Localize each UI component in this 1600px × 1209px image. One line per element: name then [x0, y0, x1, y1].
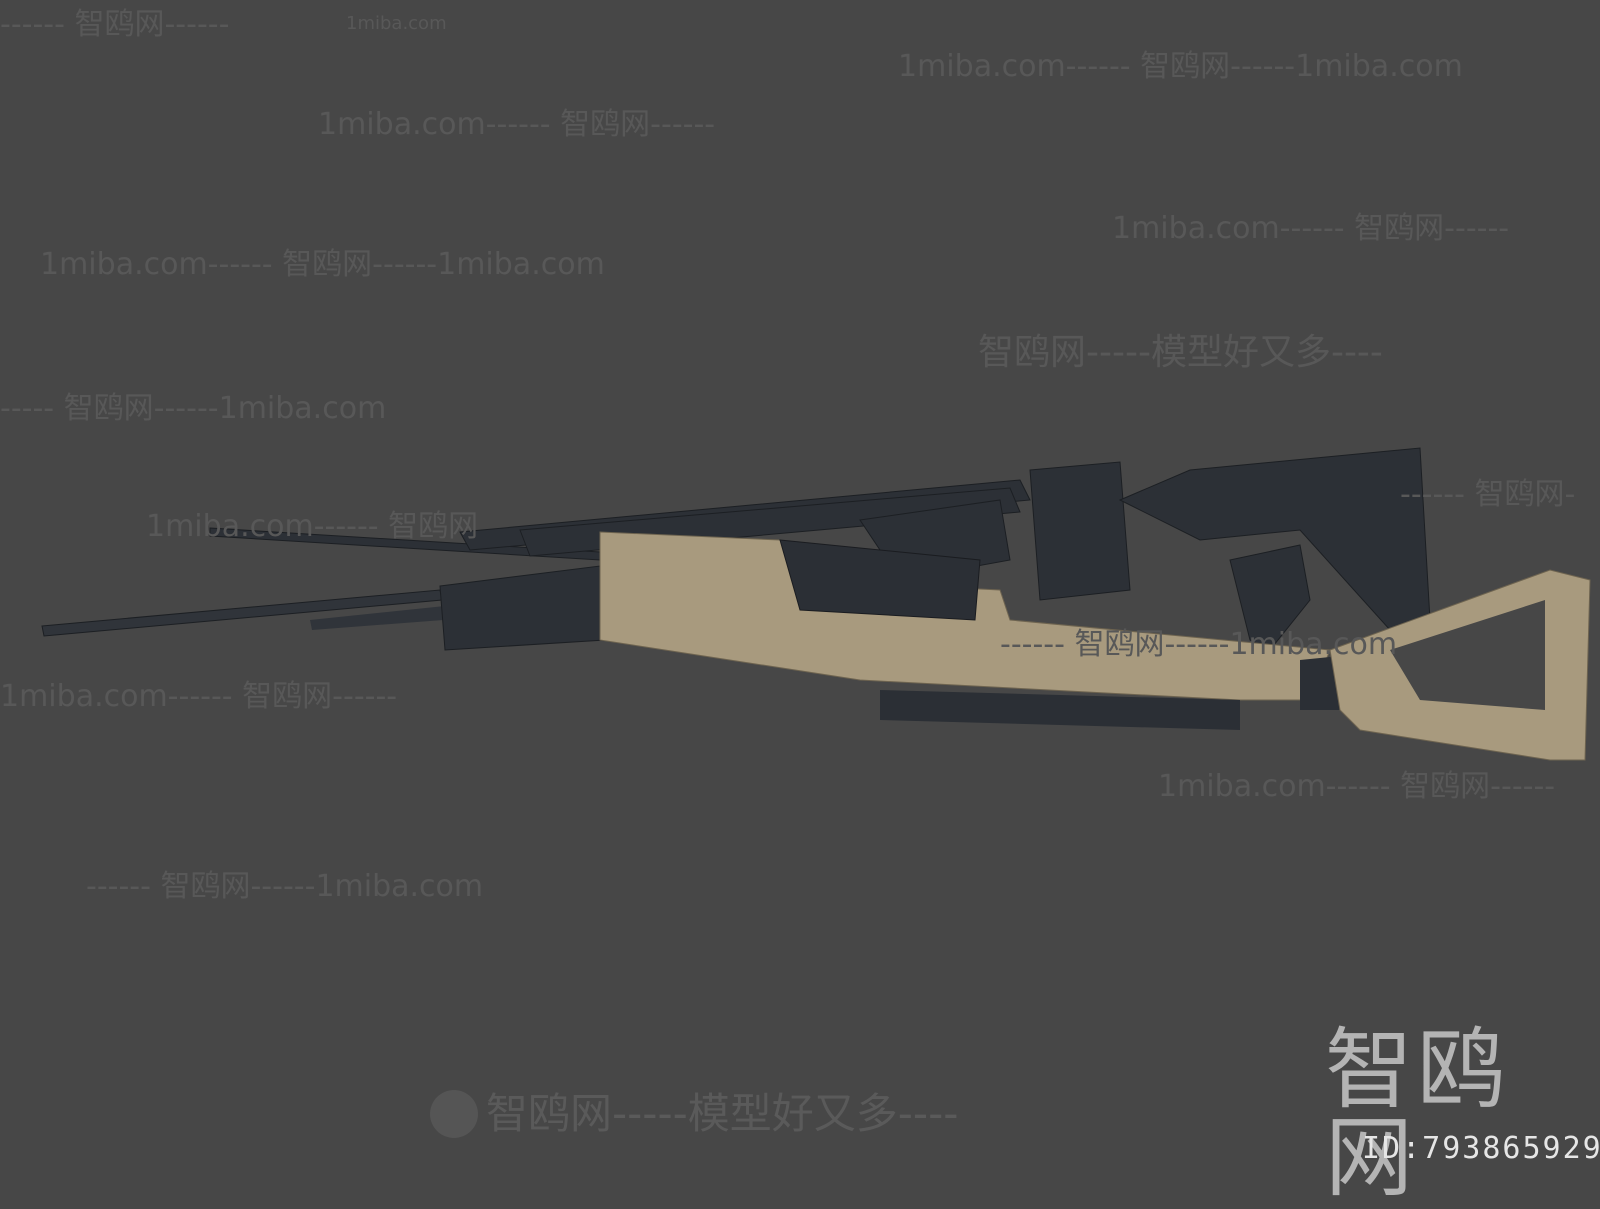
watermark-text: 1miba.com------ 智鸥网	[146, 509, 479, 544]
site-logo-watermark: 智鸥网	[1325, 1018, 1510, 1209]
watermark-text: 1miba.com------ 智鸥网------1miba.com	[40, 247, 605, 282]
watermark-text: 1miba.com------ 智鸥网------	[0, 679, 398, 714]
seagull-logo-icon	[430, 1090, 478, 1139]
watermark-text: ----- 智鸥网------1miba.com	[0, 391, 387, 426]
watermark-text: 1miba.com------ 智鸥网------	[318, 107, 716, 142]
watermark-text: 1miba.com	[346, 13, 447, 34]
watermark-text: ------ 智鸥网------1miba.com	[86, 869, 484, 904]
watermark-text: 1miba.com------ 智鸥网------1miba.com	[898, 49, 1463, 84]
back-rifle	[209, 447, 1431, 651]
watermark-text: 智鸥网-----模型好又多----	[978, 332, 1383, 373]
model-id-label: ID:793865929	[1362, 1131, 1600, 1166]
banner-text: 智鸥网-----模型好又多----	[486, 1089, 959, 1138]
watermark-text: ------ 智鸥网-	[1400, 477, 1576, 512]
front-rifle	[41, 531, 1591, 761]
watermark-text: ------ 智鸥网------1miba.com	[1000, 627, 1398, 662]
watermark-text: 1miba.com------ 智鸥网------	[1112, 211, 1510, 246]
watermark-text: 1miba.com------ 智鸥网------	[1158, 769, 1556, 804]
watermark-text: ------ 智鸥网------	[0, 7, 230, 42]
bottom-banner-watermark: 智鸥网-----模型好又多----	[430, 1089, 959, 1139]
